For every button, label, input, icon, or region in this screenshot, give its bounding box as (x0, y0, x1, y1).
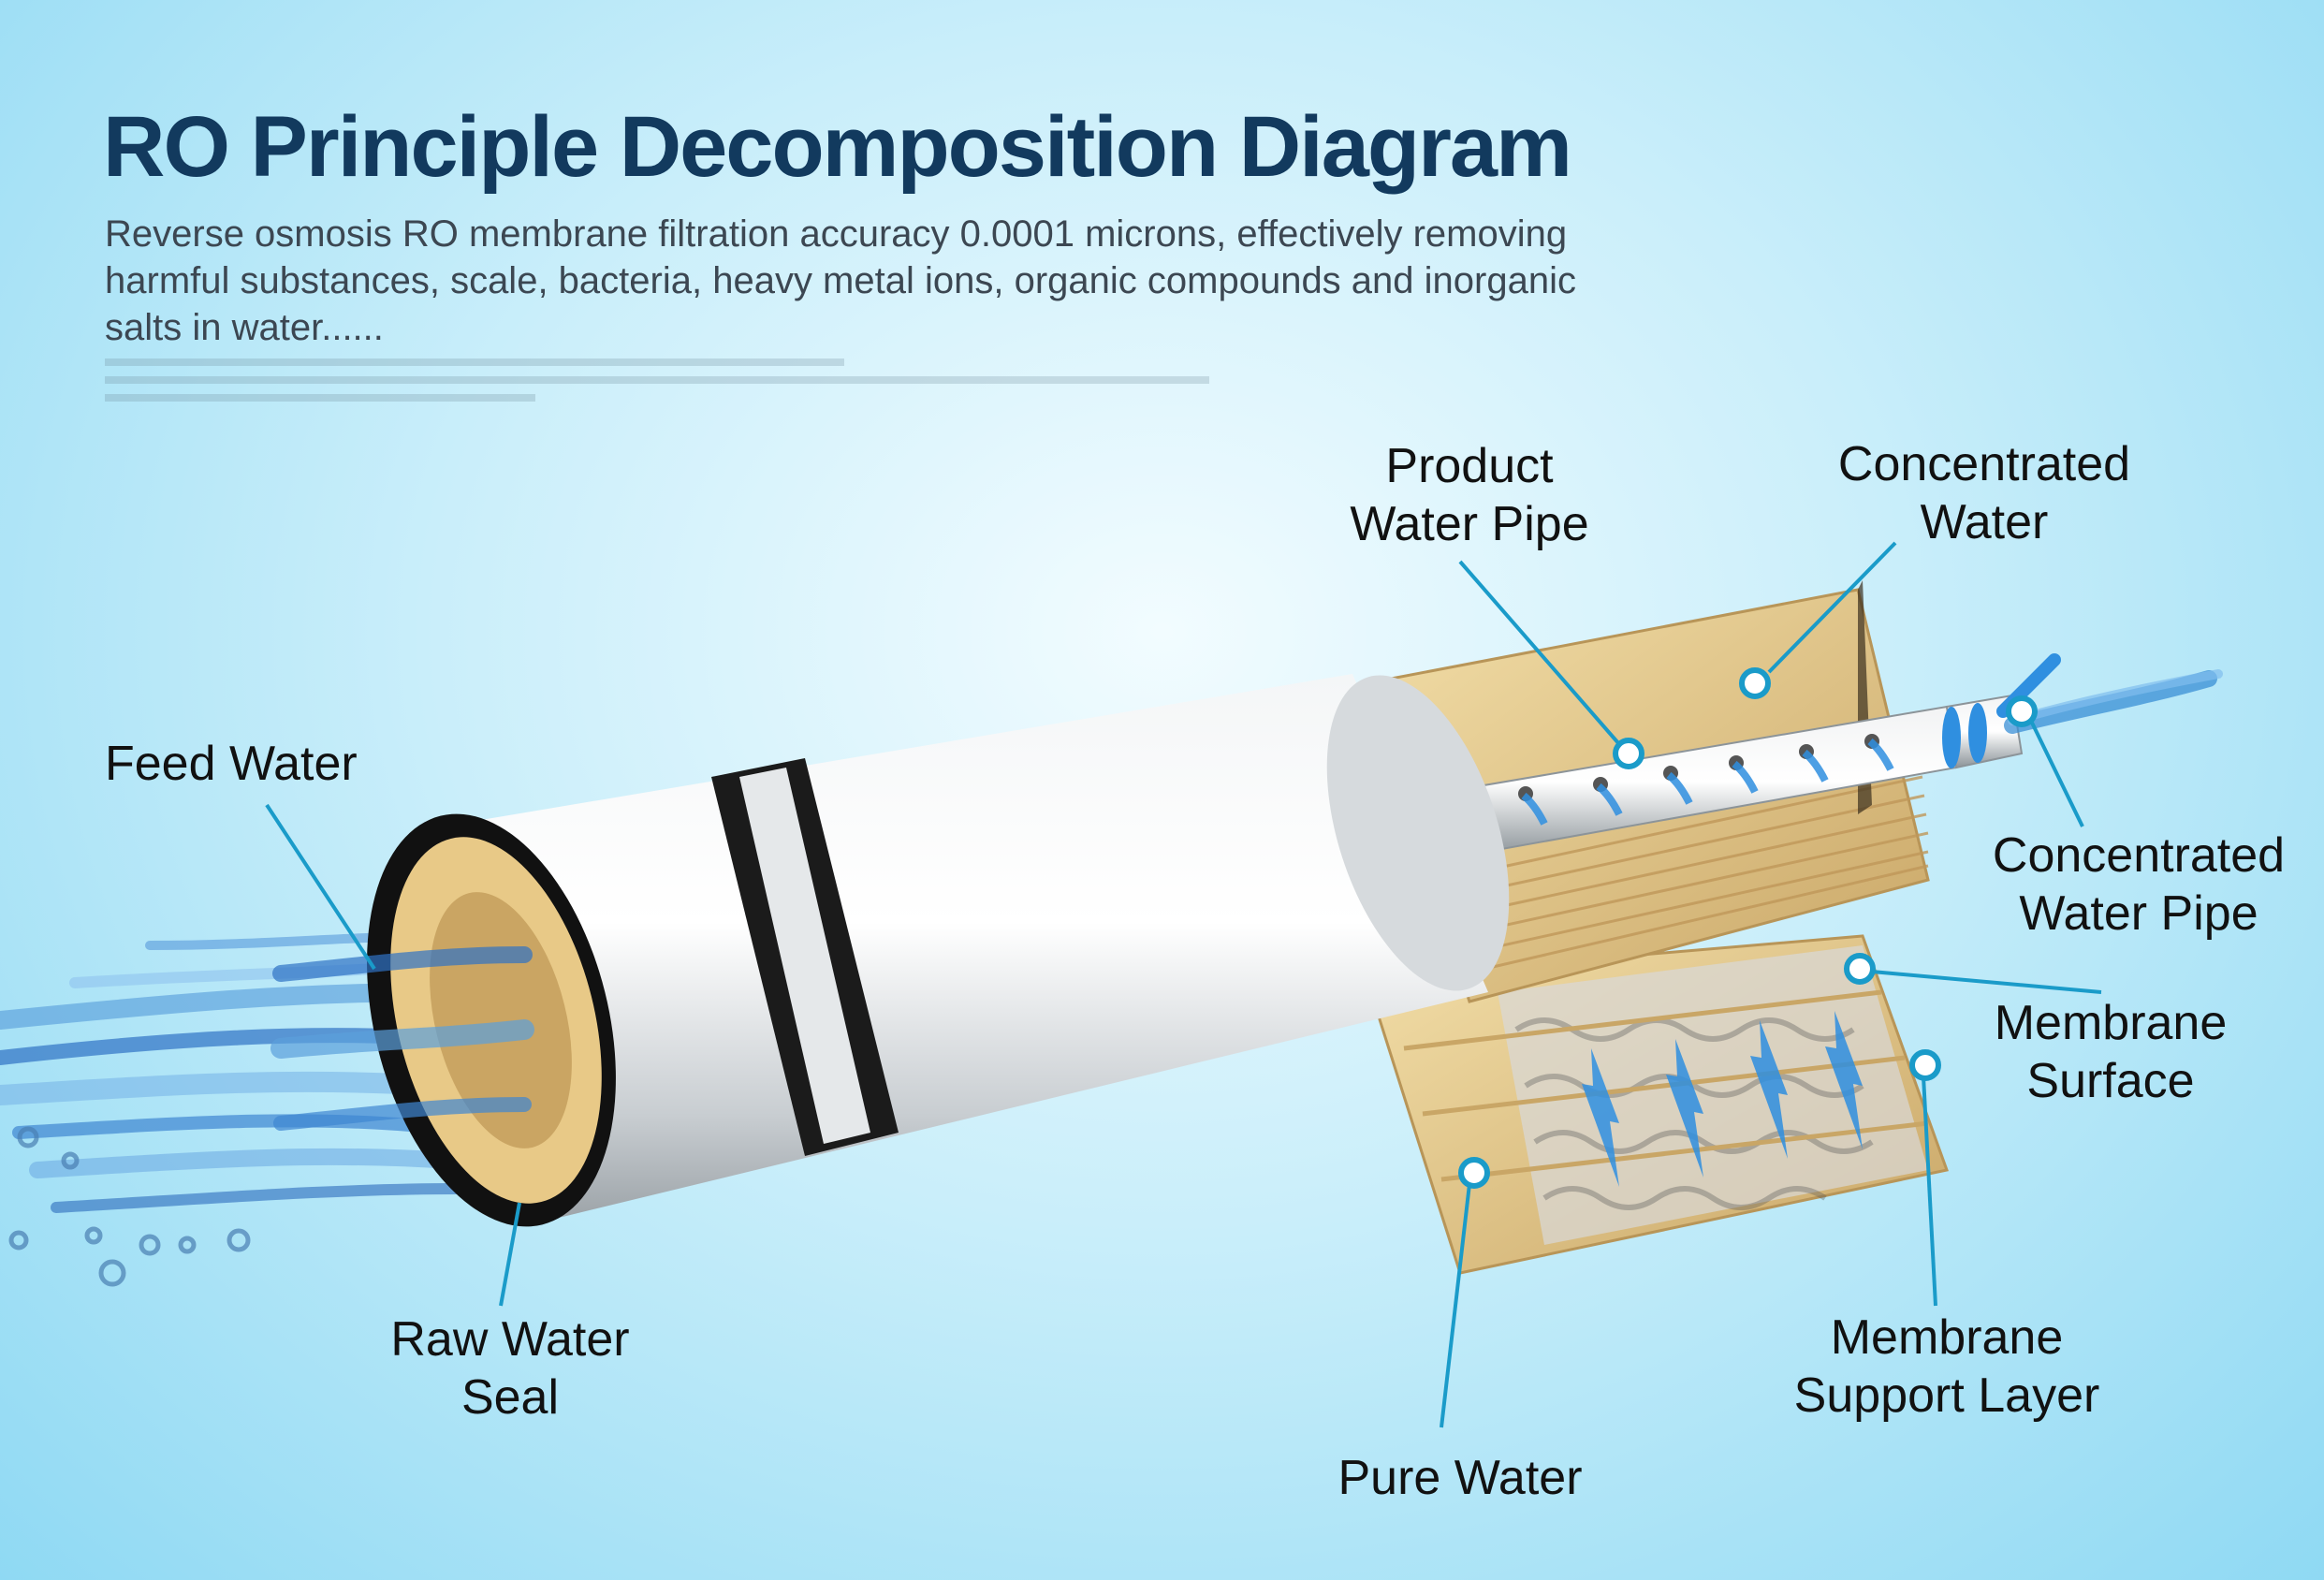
callout-lines (265, 541, 2102, 1428)
label-membrane-support-layer: Membrane Support Layer (1793, 1310, 2100, 1423)
housing-cylinder (367, 674, 1510, 1227)
callout-dots (1458, 667, 2038, 1189)
membrane-layers (1365, 934, 1949, 1275)
label-feed-water: Feed Water (105, 737, 358, 791)
feed-water-inlet (270, 946, 534, 1131)
callout-concentrated-water (1767, 541, 1897, 674)
callout-feed-water (265, 803, 376, 971)
callout-membrane-surface (1871, 970, 2102, 994)
callout-pure-water (1440, 1183, 1471, 1428)
label-raw-water-seal: Raw Water Seal (390, 1312, 630, 1425)
label-concentrated-water: Concentrated Water (1837, 437, 2131, 549)
callout-concentrated-water-pipe (2029, 720, 2084, 827)
water-droplets (8, 1126, 251, 1287)
page-subtitle: Reverse osmosis RO membrane filtration a… (105, 213, 1576, 348)
callout-raw-water-seal (499, 1202, 521, 1307)
faint-text-lines (105, 358, 1209, 402)
label-pure-water: Pure Water (1337, 1451, 1583, 1505)
callout-membrane-support-layer (1922, 1075, 1937, 1307)
label-concentrated-water-pipe: Concentrated Water Pipe (1992, 828, 2286, 941)
label-membrane-surface: Membrane Surface (1994, 996, 2228, 1108)
page-title: RO Principle Decomposition Diagram (103, 99, 1572, 195)
label-product-water-pipe: Product Water Pipe (1350, 439, 1589, 551)
callout-product-water-pipe (1458, 560, 1621, 746)
